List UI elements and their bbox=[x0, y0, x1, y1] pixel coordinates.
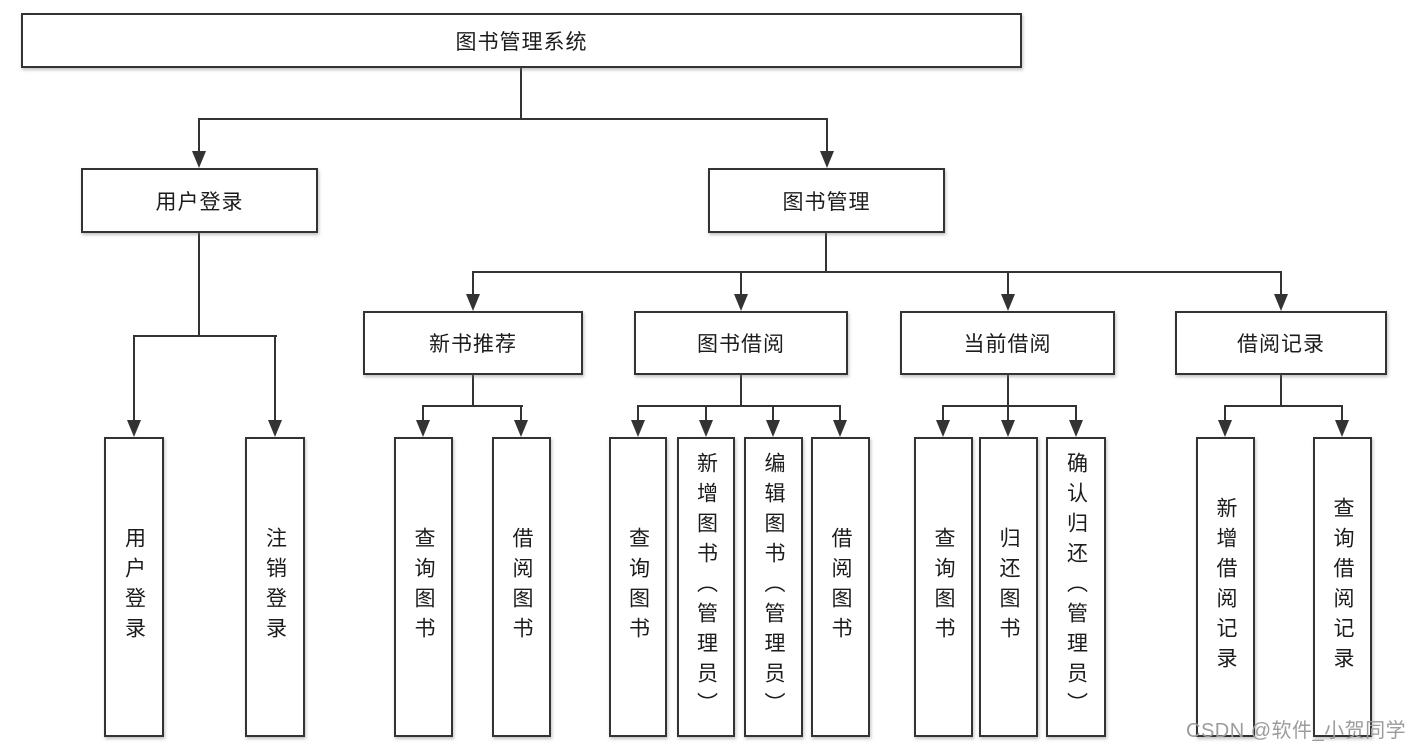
connector-line bbox=[825, 231, 827, 273]
connector-line bbox=[1007, 271, 1009, 296]
node-library-management-system: 图书管理系统 bbox=[21, 13, 1022, 68]
node-new-book-recommendation: 新书推荐 bbox=[363, 311, 583, 375]
arrowhead-icon bbox=[268, 420, 282, 437]
arrowhead-icon bbox=[631, 420, 645, 437]
node-confirm-return-admin: 确认归还（管理员） bbox=[1046, 437, 1106, 737]
watermark: CSDN @软件_小贺同学 bbox=[1186, 720, 1405, 742]
connector-line bbox=[1280, 271, 1282, 296]
node-label: 查询借阅记录 bbox=[1331, 497, 1354, 677]
connector-line bbox=[472, 271, 474, 296]
connector-line bbox=[1075, 405, 1077, 421]
node-label: 注销登录 bbox=[263, 527, 287, 647]
node-label: 新增图书（管理员） bbox=[694, 452, 718, 722]
connector-line bbox=[772, 405, 774, 421]
connector-line bbox=[198, 118, 200, 153]
connector-line bbox=[198, 118, 828, 120]
node-borrow-books-recommend: 借阅图书 bbox=[492, 437, 551, 737]
connector-line bbox=[705, 405, 707, 421]
connector-line bbox=[740, 374, 742, 407]
arrowhead-icon bbox=[514, 420, 528, 437]
arrowhead-icon bbox=[766, 420, 780, 437]
connector-line bbox=[1224, 405, 1343, 407]
node-label: 归还图书 bbox=[997, 527, 1020, 647]
node-query-books-recommend: 查询图书 bbox=[394, 437, 453, 737]
arrowhead-icon bbox=[192, 151, 206, 168]
node-add-book-admin: 新增图书（管理员） bbox=[677, 437, 735, 737]
node-label: 用户登录 bbox=[122, 527, 146, 647]
node-label: 借阅图书 bbox=[510, 527, 533, 647]
arrowhead-icon bbox=[1001, 420, 1015, 437]
connector-line bbox=[637, 405, 639, 421]
connector-line bbox=[1007, 374, 1009, 407]
arrowhead-icon bbox=[936, 420, 950, 437]
node-query-borrow-record: 查询借阅记录 bbox=[1313, 437, 1372, 737]
node-label: 图书管理 bbox=[782, 190, 871, 214]
arrowhead-icon bbox=[820, 151, 834, 168]
connector-line bbox=[942, 405, 944, 421]
connector-line bbox=[274, 335, 276, 421]
node-label: 查询图书 bbox=[626, 527, 650, 647]
arrowhead-icon bbox=[1001, 294, 1015, 311]
connector-line bbox=[942, 405, 1077, 407]
connector-line bbox=[472, 374, 474, 407]
connector-line bbox=[133, 335, 135, 421]
node-book-borrowing: 图书借阅 bbox=[634, 311, 848, 375]
node-borrowing-records: 借阅记录 bbox=[1175, 311, 1387, 375]
node-label: 查询图书 bbox=[932, 527, 955, 647]
connector-line bbox=[198, 231, 200, 337]
connector-line bbox=[520, 405, 522, 421]
node-query-books-current: 查询图书 bbox=[914, 437, 973, 737]
node-label: 图书借阅 bbox=[697, 333, 785, 356]
connector-line bbox=[1224, 405, 1226, 421]
node-label: 当前借阅 bbox=[963, 333, 1052, 356]
connector-line bbox=[422, 405, 424, 421]
node-label: 编辑图书（管理员） bbox=[762, 452, 785, 722]
node-add-borrow-record: 新增借阅记录 bbox=[1196, 437, 1255, 737]
connector-line bbox=[133, 335, 277, 337]
node-return-books: 归还图书 bbox=[979, 437, 1038, 737]
connector-line bbox=[637, 405, 841, 407]
node-label: 借阅图书 bbox=[829, 527, 852, 647]
connector-line bbox=[826, 118, 828, 153]
node-label: 新书推荐 bbox=[429, 333, 517, 356]
arrowhead-icon bbox=[699, 420, 713, 437]
arrowhead-icon bbox=[127, 420, 141, 437]
connector-line bbox=[1007, 405, 1009, 421]
connector-line bbox=[1341, 405, 1343, 421]
node-label: 用户登录 bbox=[155, 190, 244, 214]
connector-line bbox=[520, 68, 522, 120]
node-query-books-borrowing: 查询图书 bbox=[609, 437, 667, 737]
node-label: 借阅记录 bbox=[1237, 333, 1325, 356]
arrowhead-icon bbox=[1335, 420, 1349, 437]
arrowhead-icon bbox=[416, 420, 430, 437]
connector-line bbox=[1280, 374, 1282, 407]
connector-line bbox=[740, 271, 742, 296]
node-book-management: 图书管理 bbox=[708, 168, 945, 233]
node-user-login: 用户登录 bbox=[81, 168, 318, 233]
arrowhead-icon bbox=[1274, 294, 1288, 311]
arrowhead-icon bbox=[1069, 420, 1083, 437]
node-logout: 注销登录 bbox=[245, 437, 305, 737]
connector-line bbox=[839, 405, 841, 421]
node-edit-book-admin: 编辑图书（管理员） bbox=[744, 437, 803, 737]
arrowhead-icon bbox=[833, 420, 847, 437]
node-borrow-books-borrowing: 借阅图书 bbox=[811, 437, 870, 737]
node-label: 新增借阅记录 bbox=[1214, 497, 1237, 677]
node-user-login-leaf: 用户登录 bbox=[104, 437, 164, 737]
node-current-borrowing: 当前借阅 bbox=[900, 311, 1115, 375]
node-label: 查询图书 bbox=[412, 527, 435, 647]
connector-line bbox=[422, 405, 523, 407]
arrowhead-icon bbox=[466, 294, 480, 311]
arrowhead-icon bbox=[734, 294, 748, 311]
connector-line bbox=[472, 271, 1282, 273]
arrowhead-icon bbox=[1218, 420, 1232, 437]
node-label: 确认归还（管理员） bbox=[1064, 452, 1088, 722]
node-label: 图书管理系统 bbox=[455, 30, 588, 54]
